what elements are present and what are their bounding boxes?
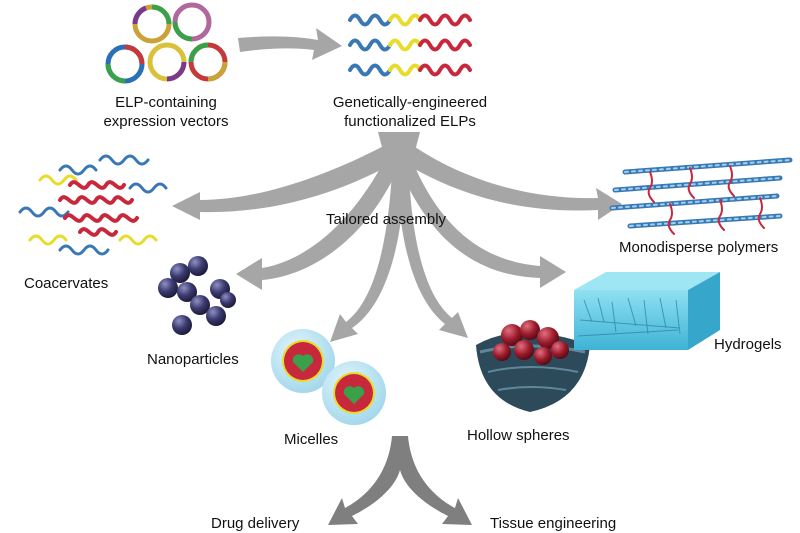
hollow-spheres-label: Hollow spheres (467, 427, 570, 444)
arrow-to-nanoparticles (236, 150, 402, 290)
arrow-to-coacervates (172, 140, 402, 220)
tissue-engineering-label: Tissue engineering (490, 515, 617, 532)
functionalized-elps-label: Genetically-engineered functionalized EL… (312, 93, 508, 131)
micelle (271, 329, 335, 393)
expression-arrow (238, 28, 342, 60)
plasmid-ring (172, 2, 212, 42)
assembly-arrows (172, 132, 622, 342)
elps-label-line2: functionalized ELPs (344, 113, 476, 130)
vectors-label-line2: expression vectors (103, 113, 229, 130)
arrow-stem (378, 132, 420, 170)
plasmid-ring (188, 42, 228, 82)
coacervates-graphic (18, 154, 168, 256)
expression-vectors-graphic (105, 2, 228, 84)
drug-delivery-label: Drug delivery (211, 515, 300, 532)
elp-strands-graphic (348, 13, 472, 77)
hydrogels-label: Hydrogels (714, 336, 782, 353)
elp-strand (348, 63, 472, 77)
micelle (322, 361, 386, 425)
plasmid-ring (132, 4, 172, 44)
hollow-spheres-graphic (476, 320, 590, 412)
micelles-graphic (271, 329, 386, 425)
application-arrows (328, 436, 472, 525)
expression-vectors-label: ELP-containing expression vectors (86, 93, 246, 131)
arrow-to-monodisperse (396, 140, 622, 220)
plasmid-ring (147, 42, 187, 82)
nanoparticles-graphic (158, 256, 236, 335)
vectors-label-line1: ELP-containing (115, 94, 217, 111)
micelles-label: Micelles (284, 431, 339, 448)
elp-strand (348, 13, 472, 27)
hydrogels-graphic (574, 272, 720, 350)
elps-label-line1: Genetically-engineered (332, 94, 488, 111)
plasmid-ring (105, 44, 145, 84)
coacervates-label: Coacervates (24, 275, 109, 292)
monodisperse-polymers-graphic (609, 157, 793, 235)
arrow-to-hydrogels (396, 150, 566, 288)
nanoparticles-label: Nanoparticles (147, 351, 239, 368)
elp-strand (348, 38, 472, 52)
tailored-assembly-label: Tailored assembly (326, 211, 447, 228)
monodisperse-polymers-label: Monodisperse polymers (619, 239, 779, 256)
